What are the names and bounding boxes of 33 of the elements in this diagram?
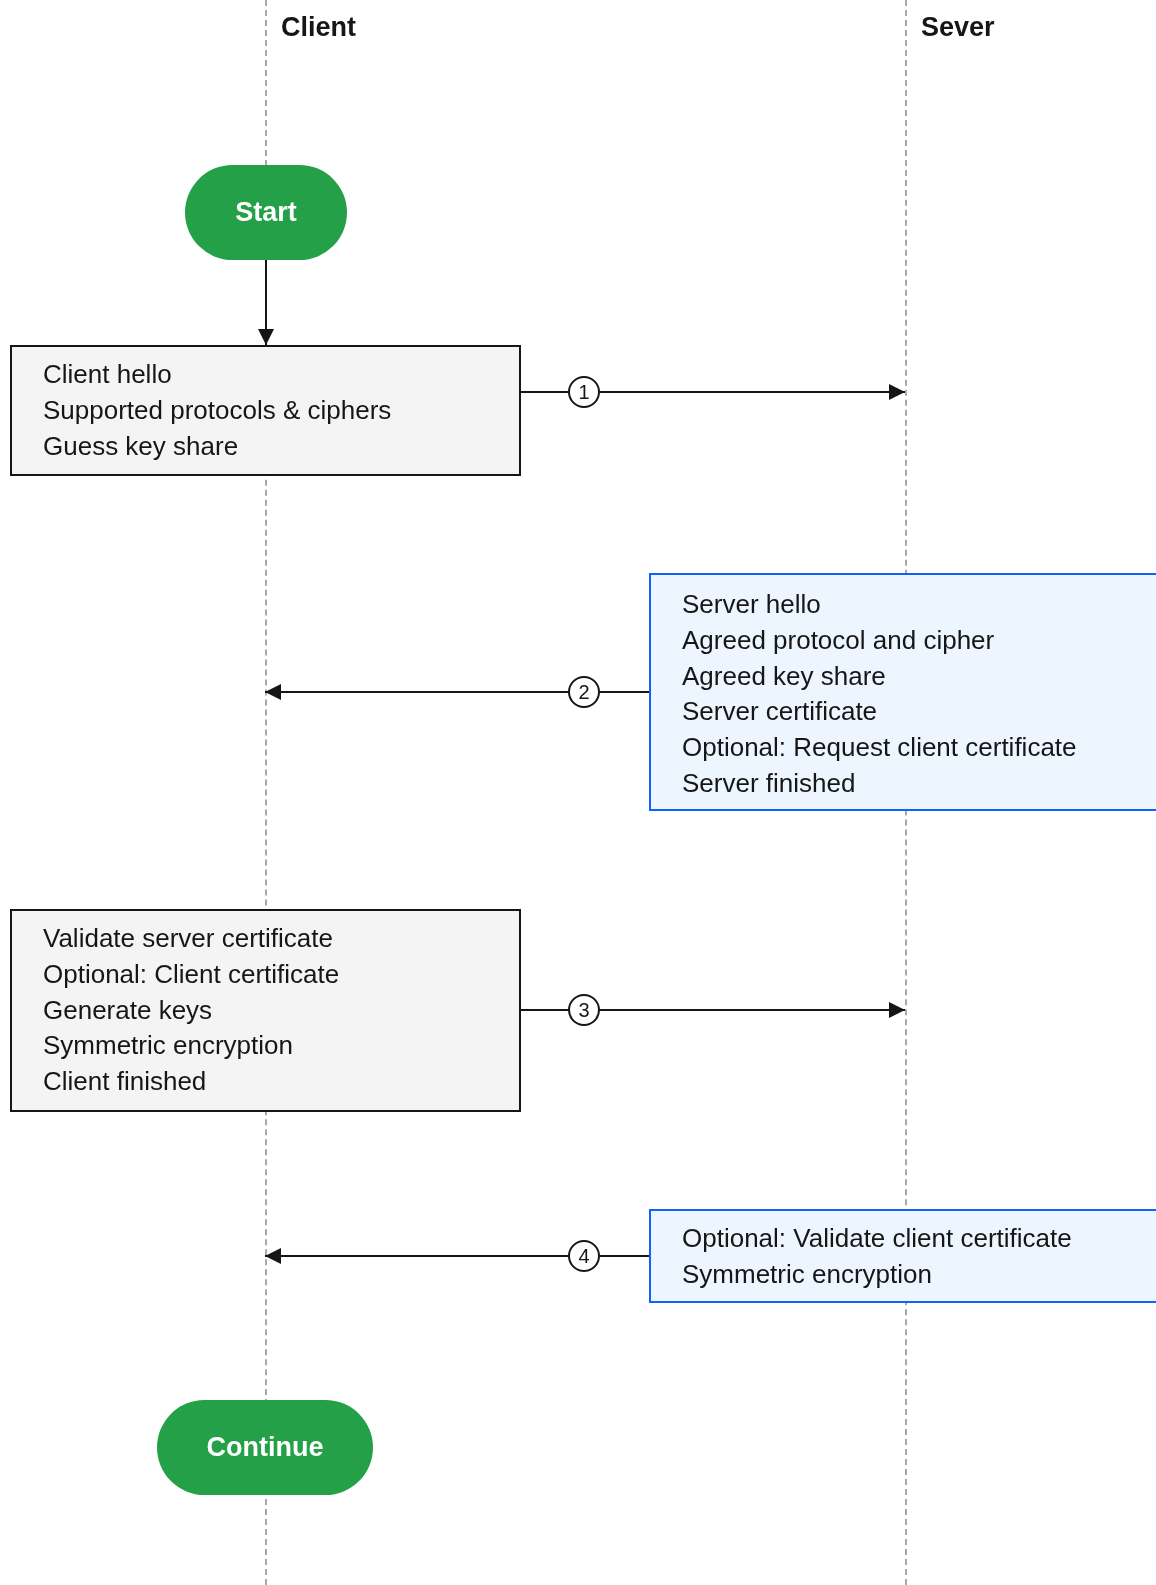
arrow [258,259,274,346]
step-number: 2 [568,676,600,708]
message-line: Agreed protocol and cipher [682,623,996,657]
message-box [649,1209,1156,1303]
terminal-pill: Continue [157,1400,373,1495]
terminal-pill: Start [185,165,347,260]
message-line: Optional: Request client certificate [682,731,1078,765]
message-line: Generate keys [43,993,214,1027]
message-line: Server certificate [682,695,879,729]
lane-header: Client [281,12,356,43]
message-line: Validate server certificate [43,922,334,955]
arrow [520,1002,906,1018]
message-line: Server hello [682,588,822,621]
message-line: Agreed key share [682,659,887,693]
arrow [264,1248,650,1264]
message-line: Optional: Validate client certificate [682,1222,1073,1255]
message-line: Guess key share [43,429,240,463]
step-number: 1 [568,376,600,408]
message-box [649,573,1156,811]
lane-header: Sever [921,12,995,43]
arrow [264,684,650,700]
message-line: Symmetric encryption [682,1257,933,1291]
step-number: 3 [568,994,600,1026]
message-line: Client finished [43,1065,208,1099]
message-line: Symmetric encryption [43,1029,294,1063]
message-box [10,909,521,1112]
message-line: Client hello [43,358,173,391]
message-line: Optional: Client certificate [43,957,341,991]
step-number: 4 [568,1240,600,1272]
arrow [520,384,906,400]
message-line: Server finished [682,767,857,800]
message-line: Supported protocols & ciphers [43,393,393,427]
message-box [10,345,521,476]
